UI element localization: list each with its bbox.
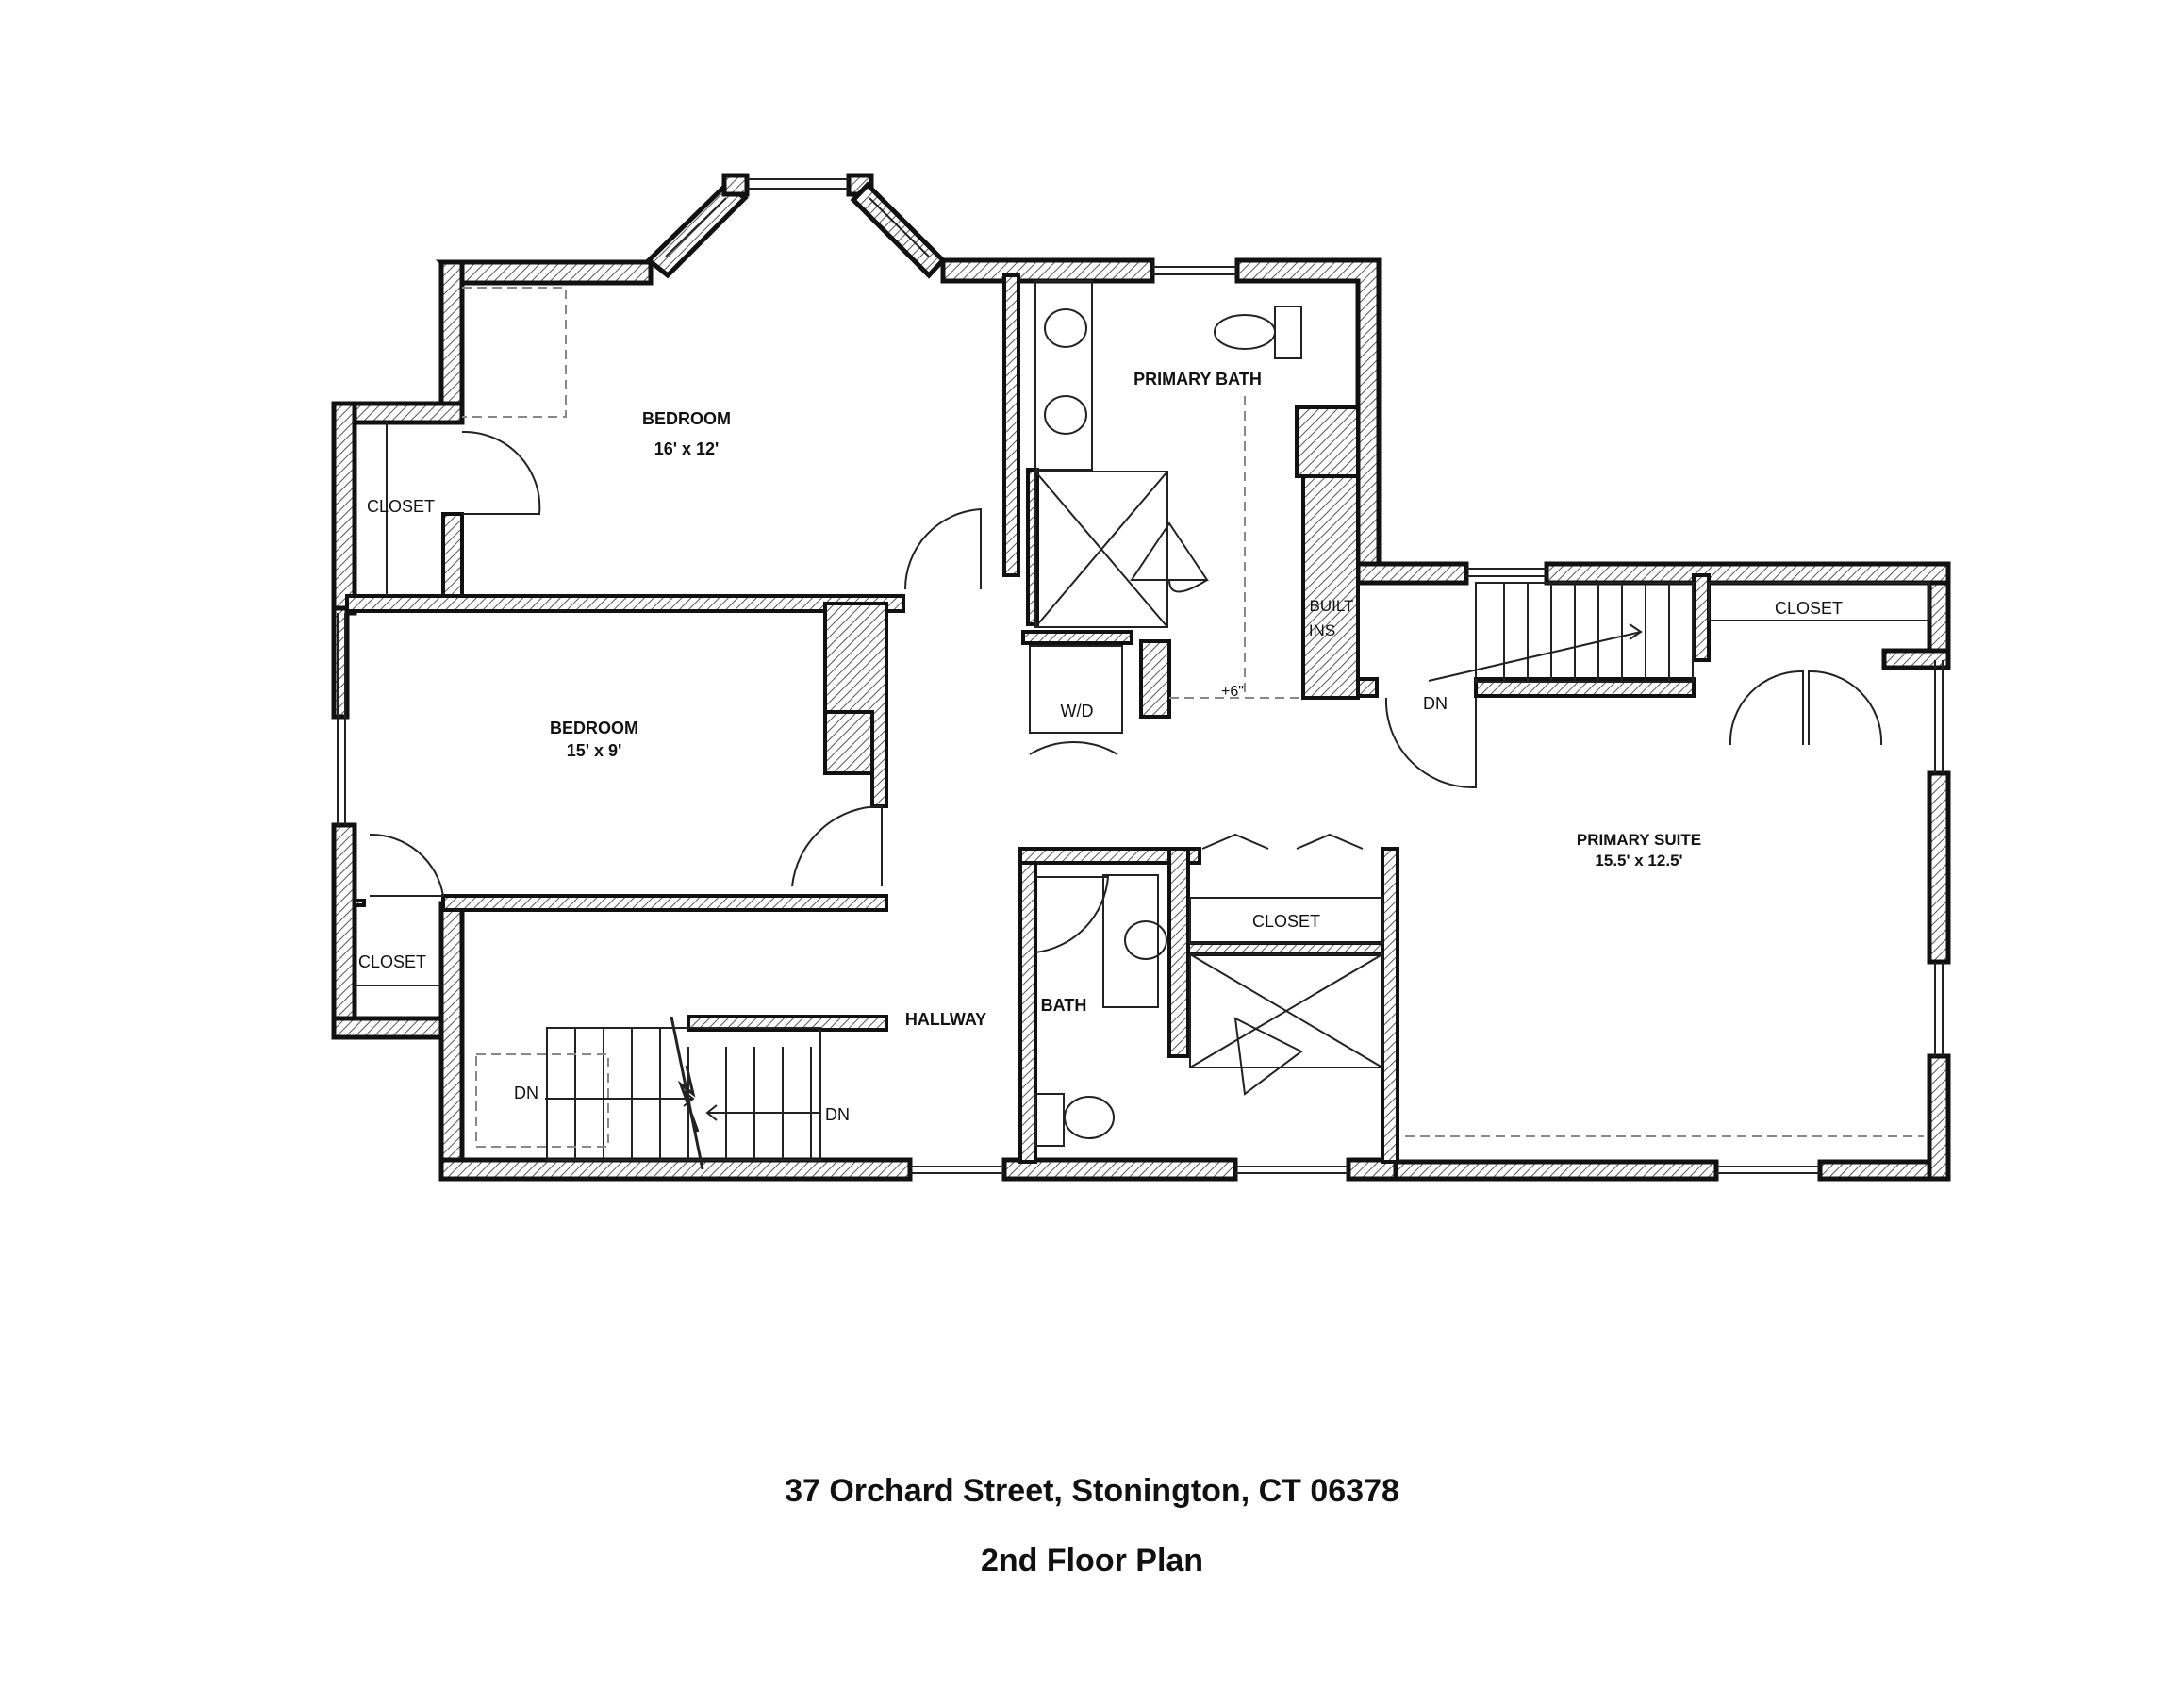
wall-closet3-east bbox=[1381, 847, 1399, 1164]
wall-closet1-east bbox=[441, 512, 464, 598]
bedroom-1-label: BEDROOM bbox=[642, 409, 731, 428]
wall-bedroom1-south bbox=[345, 594, 905, 613]
wall-suite-stair-north bbox=[1356, 677, 1379, 698]
toilet-icon bbox=[1214, 314, 1276, 350]
wall-laundry bbox=[1021, 630, 1133, 645]
wall-closet3-shower bbox=[1186, 941, 1384, 956]
stair-down-label: DN bbox=[514, 1084, 538, 1102]
wall-east-lower bbox=[1927, 1053, 1951, 1182]
built-ins-label: INS bbox=[1309, 621, 1335, 639]
shower-door-icon bbox=[1130, 521, 1209, 581]
closet-label: CLOSET bbox=[1252, 912, 1320, 931]
bedroom-2-label: BEDROOM bbox=[550, 719, 638, 737]
room-labels: BEDROOM 16' x 12' BEDROOM 15' x 9' PRIMA… bbox=[358, 370, 1843, 1124]
stair-run bbox=[1475, 582, 1694, 683]
washer-dryer bbox=[1029, 645, 1123, 734]
vanity-counter bbox=[1102, 874, 1159, 1008]
door-swing bbox=[369, 833, 445, 897]
wall-south-left bbox=[438, 1157, 913, 1182]
wall-chimney bbox=[823, 710, 874, 775]
primary-suite-size: 15.5' x 12.5' bbox=[1595, 852, 1682, 869]
fixture-lines bbox=[337, 178, 1944, 1174]
address-caption: 37 Orchard Street, Stonington, CT 06378 bbox=[785, 1473, 1399, 1509]
wall-bath-top bbox=[1018, 847, 1201, 865]
primary-bath-label: PRIMARY BATH bbox=[1133, 370, 1262, 389]
shower-stall bbox=[1189, 953, 1383, 1068]
wall-south-suite bbox=[1393, 1159, 1719, 1182]
closet-label: CLOSET bbox=[1775, 599, 1843, 618]
wall-closet1-west bbox=[331, 401, 357, 616]
built-ins-label: BUILT bbox=[1310, 597, 1354, 615]
door-swing bbox=[1029, 741, 1118, 755]
stair-break bbox=[670, 1016, 704, 1170]
toilet-icon bbox=[1064, 1096, 1115, 1139]
window bbox=[869, 197, 930, 257]
plan-title: 2nd Floor Plan bbox=[980, 1543, 1204, 1579]
wall-closet2-east bbox=[353, 899, 366, 907]
stair-treads bbox=[574, 1028, 812, 1160]
step-height-label: +6" bbox=[1221, 684, 1244, 700]
wall-bedroom1-east bbox=[1002, 273, 1020, 577]
wall-suite-north-right bbox=[1544, 561, 1951, 586]
door-swing bbox=[1808, 670, 1883, 746]
shower-stall bbox=[1034, 471, 1168, 628]
laundry-label: W/D bbox=[1061, 702, 1094, 720]
closet-box bbox=[1189, 897, 1383, 944]
wall-suite-closet-east bbox=[1881, 648, 1951, 670]
wall-bedroom1-west bbox=[438, 259, 465, 425]
door-swing bbox=[1201, 833, 1364, 850]
door-swing bbox=[1034, 876, 1110, 953]
wall-west-mid bbox=[331, 822, 357, 1040]
wall-suite-north-left bbox=[1355, 561, 1469, 586]
wall-bay-right bbox=[850, 181, 947, 279]
wall-builtins bbox=[1301, 474, 1360, 700]
stair-down-label: DN bbox=[825, 1105, 850, 1124]
wall-hall-rail bbox=[687, 1015, 888, 1032]
sink-icon bbox=[1044, 308, 1087, 348]
vanity-counter bbox=[1034, 280, 1093, 471]
interior-walls bbox=[345, 273, 1711, 1164]
stair-treads bbox=[1503, 583, 1670, 682]
shower-door-icon bbox=[1233, 1017, 1303, 1096]
door-swing bbox=[1729, 670, 1804, 746]
wall-chimney-bath bbox=[1295, 405, 1360, 478]
wall-primary-bath-stub bbox=[1139, 639, 1171, 719]
door-swing bbox=[791, 804, 883, 887]
closet-box bbox=[1708, 582, 1930, 621]
toilet-tank-icon bbox=[1034, 1093, 1065, 1147]
wall-east-mid bbox=[1927, 770, 1951, 965]
stair-down-label: DN bbox=[1423, 694, 1448, 713]
wall-chase bbox=[823, 602, 888, 808]
sink-icon bbox=[1124, 920, 1167, 960]
primary-suite-label: PRIMARY SUITE bbox=[1577, 831, 1701, 849]
wall-bay-left bbox=[645, 181, 749, 279]
closet-label: CLOSET bbox=[367, 497, 435, 516]
wall-bath-shower-west bbox=[1167, 847, 1190, 1058]
sink-icon bbox=[1044, 395, 1087, 435]
wall-bedroom2-south bbox=[441, 894, 888, 912]
wall-bath-west bbox=[1018, 847, 1037, 1164]
stair-run bbox=[546, 1027, 821, 1161]
wall-south-middle bbox=[1001, 1157, 1238, 1182]
wall-hallway-west bbox=[438, 901, 465, 1182]
door-swing bbox=[1384, 697, 1477, 789]
bath-label: BATH bbox=[1041, 996, 1087, 1015]
closet-label: CLOSET bbox=[358, 952, 426, 971]
toilet-tank-icon bbox=[1274, 306, 1302, 359]
bedroom-2-size: 15' x 9' bbox=[567, 741, 622, 760]
door-swing bbox=[461, 430, 541, 515]
wall-bedroom1-north bbox=[435, 259, 654, 286]
bedroom-1-size: 16' x 12' bbox=[654, 439, 720, 458]
window bbox=[665, 197, 727, 257]
wall-suite-closet-west bbox=[1692, 573, 1711, 662]
dashed-lines bbox=[462, 287, 1924, 1148]
wall-top-middle bbox=[940, 257, 1155, 284]
door-swing bbox=[903, 507, 982, 590]
hallway-label: HALLWAY bbox=[905, 1010, 986, 1029]
